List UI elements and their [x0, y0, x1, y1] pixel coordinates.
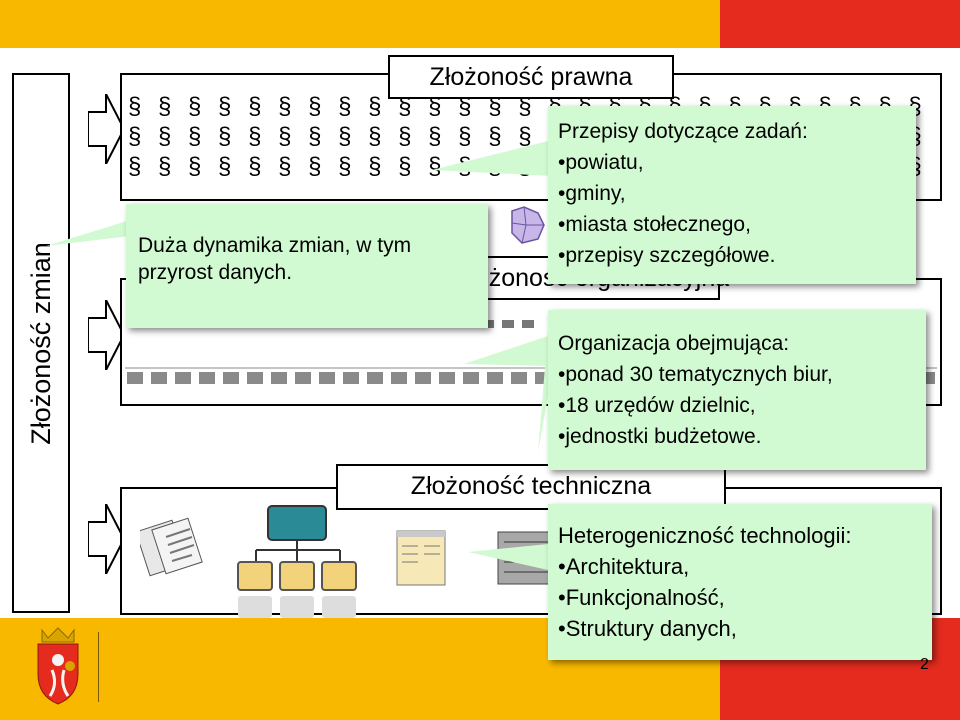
- top-band-yellow: [0, 0, 720, 48]
- top-band-red: [720, 0, 960, 48]
- callout-line: •Architektura,: [558, 554, 690, 579]
- warsaw-coat-of-arms-logo: [37, 627, 79, 705]
- callout-line: Przepisy dotyczące zadań:: [558, 120, 808, 143]
- arrow-right-icon: [88, 300, 124, 370]
- callout-technology: Heterogeniczność technologii: •Architekt…: [548, 504, 932, 660]
- callout-line: •miasta stołecznego,: [558, 213, 751, 236]
- org-units-icon-row: [125, 367, 937, 384]
- callout-line: przyrost danych.: [138, 261, 293, 284]
- page-number: 2: [920, 656, 929, 673]
- side-label-container: Złożoność zmian: [12, 73, 70, 613]
- arrow-right-icon: [88, 94, 124, 164]
- server-icon: [497, 531, 555, 585]
- district-map-icon: [511, 206, 545, 244]
- technical-complexity-title: Złożoność techniczna: [336, 464, 726, 510]
- footer-divider: [98, 632, 99, 702]
- callout-legal-regulations: Przepisy dotyczące zadań: •powiatu, •gmi…: [548, 106, 916, 284]
- callout-line: •18 urzędów dzielnic,: [558, 394, 756, 417]
- callout-line: •gminy,: [558, 182, 626, 205]
- callout-line: •przepisy szczegółowe.: [558, 244, 776, 267]
- callout-line: Organizacja obejmująca:: [558, 332, 790, 355]
- callout-line: •jednostki budżetowe.: [558, 425, 762, 448]
- side-label-text: Złożoność zmian: [25, 241, 56, 445]
- callout-organization: Organizacja obejmująca: •ponad 30 tematy…: [548, 310, 926, 470]
- form-window-icon: [396, 530, 446, 586]
- legal-complexity-title: Złożoność prawna: [388, 55, 674, 99]
- callout-line: •Struktury danych,: [558, 616, 737, 641]
- callout-line: Heterogeniczność technologii:: [558, 523, 852, 548]
- callout-change-dynamics: Duża dynamika zmian, w tym przyrost dany…: [126, 204, 488, 328]
- callout-line: •ponad 30 tematycznych biur,: [558, 363, 833, 386]
- hierarchy-diagram-icon: [237, 505, 357, 618]
- callout-line: •powiatu,: [558, 151, 644, 174]
- arrow-right-icon: [88, 504, 124, 574]
- side-label-box: [12, 73, 70, 613]
- callout-line: Duża dynamika zmian, w tym: [138, 234, 412, 257]
- callout-line: •Funkcjonalność,: [558, 585, 725, 610]
- documents-icon: [140, 517, 203, 577]
